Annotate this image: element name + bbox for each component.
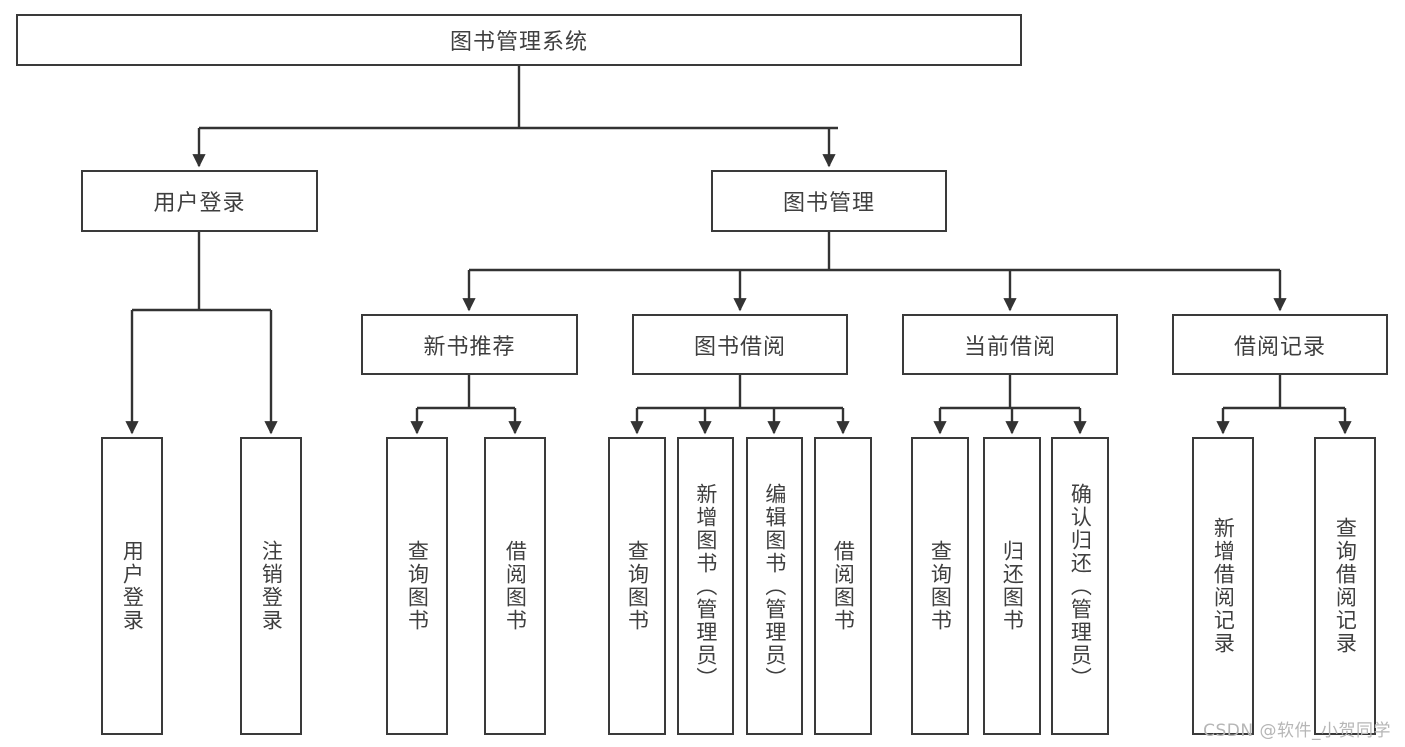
leaf-borrow-book-recommend[interactable]: 借阅图书 [484,437,546,735]
leaf-edit-book-admin-label: 编辑图书（管理员） [762,482,787,690]
leaf-return-book[interactable]: 归还图书 [983,437,1041,735]
leaf-edit-book-admin[interactable]: 编辑图书（管理员） [746,437,803,735]
node-book-borrow-label: 图书借阅 [693,334,786,360]
leaf-user-login[interactable]: 用户登录 [101,437,163,735]
leaf-query-book-current-label: 查询图书 [928,540,953,632]
leaf-add-book-admin-label: 新增图书（管理员） [693,482,718,690]
node-book-borrow[interactable]: 图书借阅 [632,314,848,375]
node-root-label: 图书管理系统 [449,30,588,55]
leaf-borrow-book-label: 借阅图书 [831,540,856,632]
node-current-borrow[interactable]: 当前借阅 [902,314,1118,375]
leaf-query-borrow-record-label: 查询借阅记录 [1333,517,1358,655]
leaf-borrow-book[interactable]: 借阅图书 [814,437,872,735]
leaf-user-login-label: 用户登录 [120,540,145,632]
leaf-query-book-recommend-label: 查询图书 [405,540,430,632]
leaf-query-book-recommend[interactable]: 查询图书 [386,437,448,735]
watermark: CSDN @软件_小贺同学 [1203,721,1391,741]
node-book-manage-label: 图书管理 [782,191,875,216]
leaf-logout[interactable]: 注销登录 [240,437,302,735]
leaf-confirm-return-admin[interactable]: 确认归还（管理员） [1051,437,1109,735]
leaf-borrow-book-recommend-label: 借阅图书 [503,540,528,632]
node-user-login[interactable]: 用户登录 [81,170,318,232]
node-new-book-recommend[interactable]: 新书推荐 [361,314,578,375]
node-borrow-record[interactable]: 借阅记录 [1172,314,1388,375]
leaf-logout-label: 注销登录 [259,540,284,632]
leaf-query-book-current[interactable]: 查询图书 [911,437,969,735]
node-book-manage[interactable]: 图书管理 [711,170,947,232]
leaf-query-book-borrow-label: 查询图书 [625,540,650,632]
node-new-book-recommend-label: 新书推荐 [423,334,516,360]
leaf-add-borrow-record-label: 新增借阅记录 [1211,517,1236,655]
leaf-add-borrow-record[interactable]: 新增借阅记录 [1192,437,1254,735]
leaf-confirm-return-admin-label: 确认归还（管理员） [1068,482,1093,690]
leaf-add-book-admin[interactable]: 新增图书（管理员） [677,437,734,735]
leaf-return-book-label: 归还图书 [1000,540,1025,632]
node-root[interactable]: 图书管理系统 [16,14,1022,66]
node-current-borrow-label: 当前借阅 [963,334,1056,360]
leaf-query-book-borrow[interactable]: 查询图书 [608,437,666,735]
leaf-query-borrow-record[interactable]: 查询借阅记录 [1314,437,1376,735]
node-user-login-label: 用户登录 [153,191,246,216]
node-borrow-record-label: 借阅记录 [1233,334,1326,360]
